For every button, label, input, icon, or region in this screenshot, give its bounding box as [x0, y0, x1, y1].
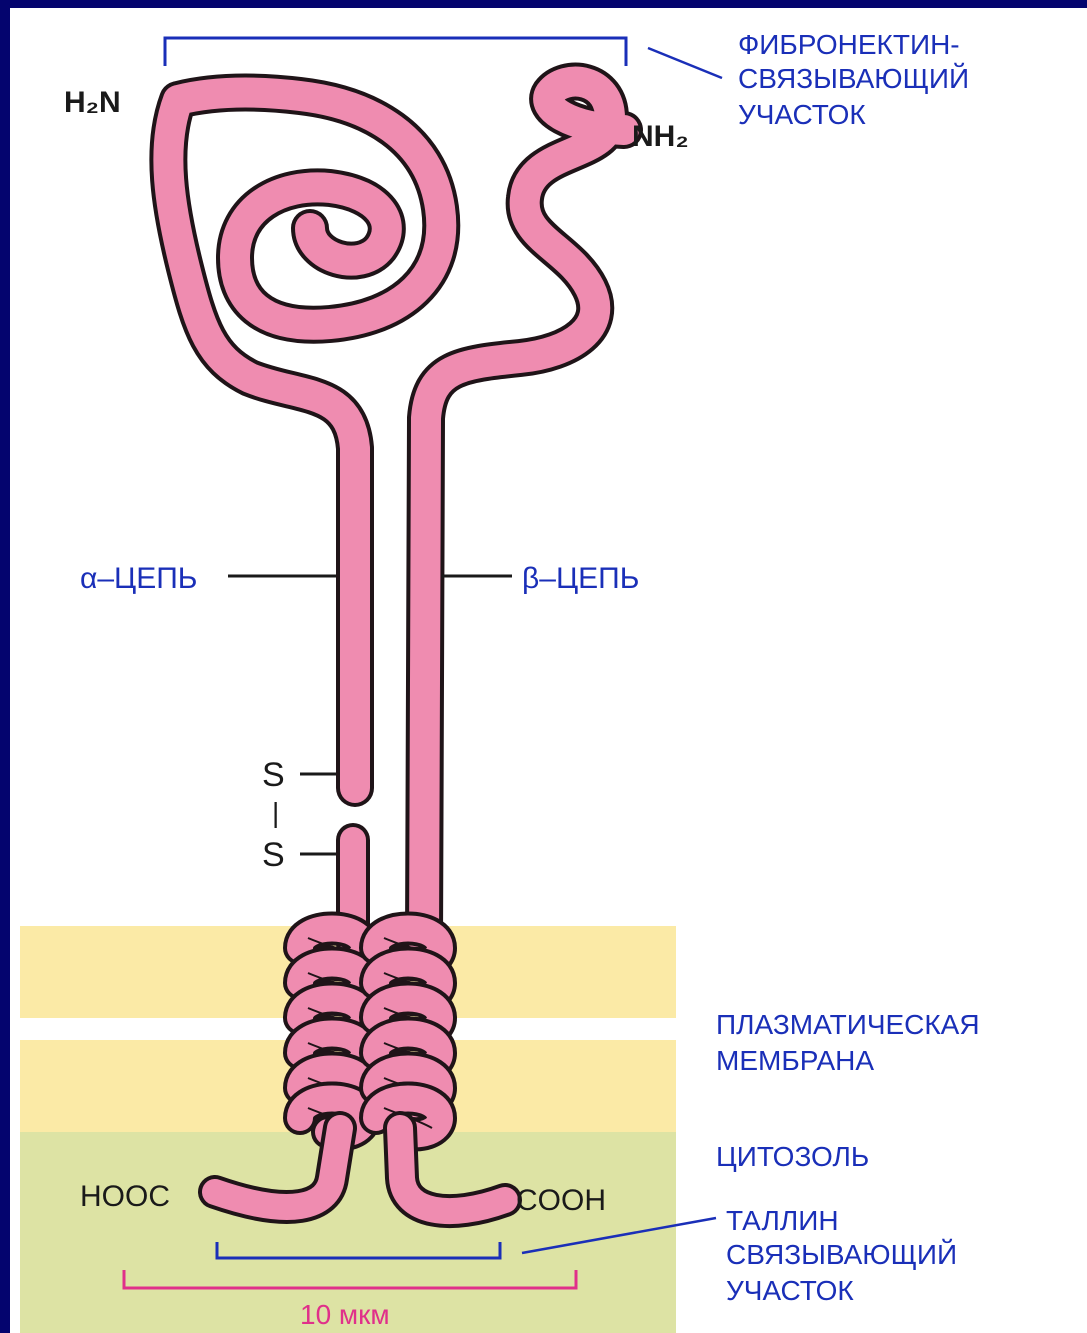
- fibronectin-label-line3: УЧАСТОК: [738, 99, 866, 130]
- alpha-chain-label: α–ЦЕПЬ: [80, 562, 197, 595]
- cytosol-label: ЦИТОЗОЛЬ: [716, 1141, 869, 1172]
- talin-label-line1: ТАЛЛИН: [726, 1205, 839, 1236]
- talin-label-line3: УЧАСТОК: [726, 1275, 854, 1306]
- s-lower-label: S: [262, 836, 285, 874]
- fibronectin-label-line2: СВЯЗЫВАЮЩИЙ: [738, 63, 969, 94]
- fibronectin-label-line1: ФИБРОНЕКТИН-: [738, 29, 960, 60]
- nh2-right-label: NH₂: [632, 120, 689, 153]
- h2n-left-label: H₂N: [64, 86, 121, 119]
- alpha-chain: [168, 93, 441, 943]
- membrane-label-line2: МЕМБРАНА: [716, 1045, 874, 1076]
- integrin-diagram: H₂N NH₂ ФИБРОНЕКТИН- СВЯЗЫВАЮЩИЙ УЧАСТОК…: [10, 8, 1087, 1333]
- beta-chain-label: β–ЦЕПЬ: [522, 562, 639, 595]
- fibronectin-pointer: [648, 48, 722, 78]
- membrane-label-line1: ПЛАЗМАТИЧЕСКАЯ: [716, 1009, 980, 1040]
- hooc-left-label: HOOC: [80, 1180, 170, 1213]
- scale-label: 10 мкм: [300, 1299, 390, 1330]
- cooh-right-label: COOH: [516, 1184, 606, 1217]
- alpha-transmembrane-coil: [300, 929, 364, 1135]
- talin-label-line2: СВЯЗЫВАЮЩИЙ: [726, 1239, 957, 1270]
- diagram-frame: H₂N NH₂ ФИБРОНЕКТИН- СВЯЗЫВАЮЩИЙ УЧАСТОК…: [10, 8, 1087, 1333]
- fibronectin-bracket: [165, 38, 626, 66]
- s-bond-label: |: [272, 797, 279, 828]
- beta-transmembrane-coil: [376, 929, 440, 1135]
- s-upper-label: S: [262, 756, 285, 794]
